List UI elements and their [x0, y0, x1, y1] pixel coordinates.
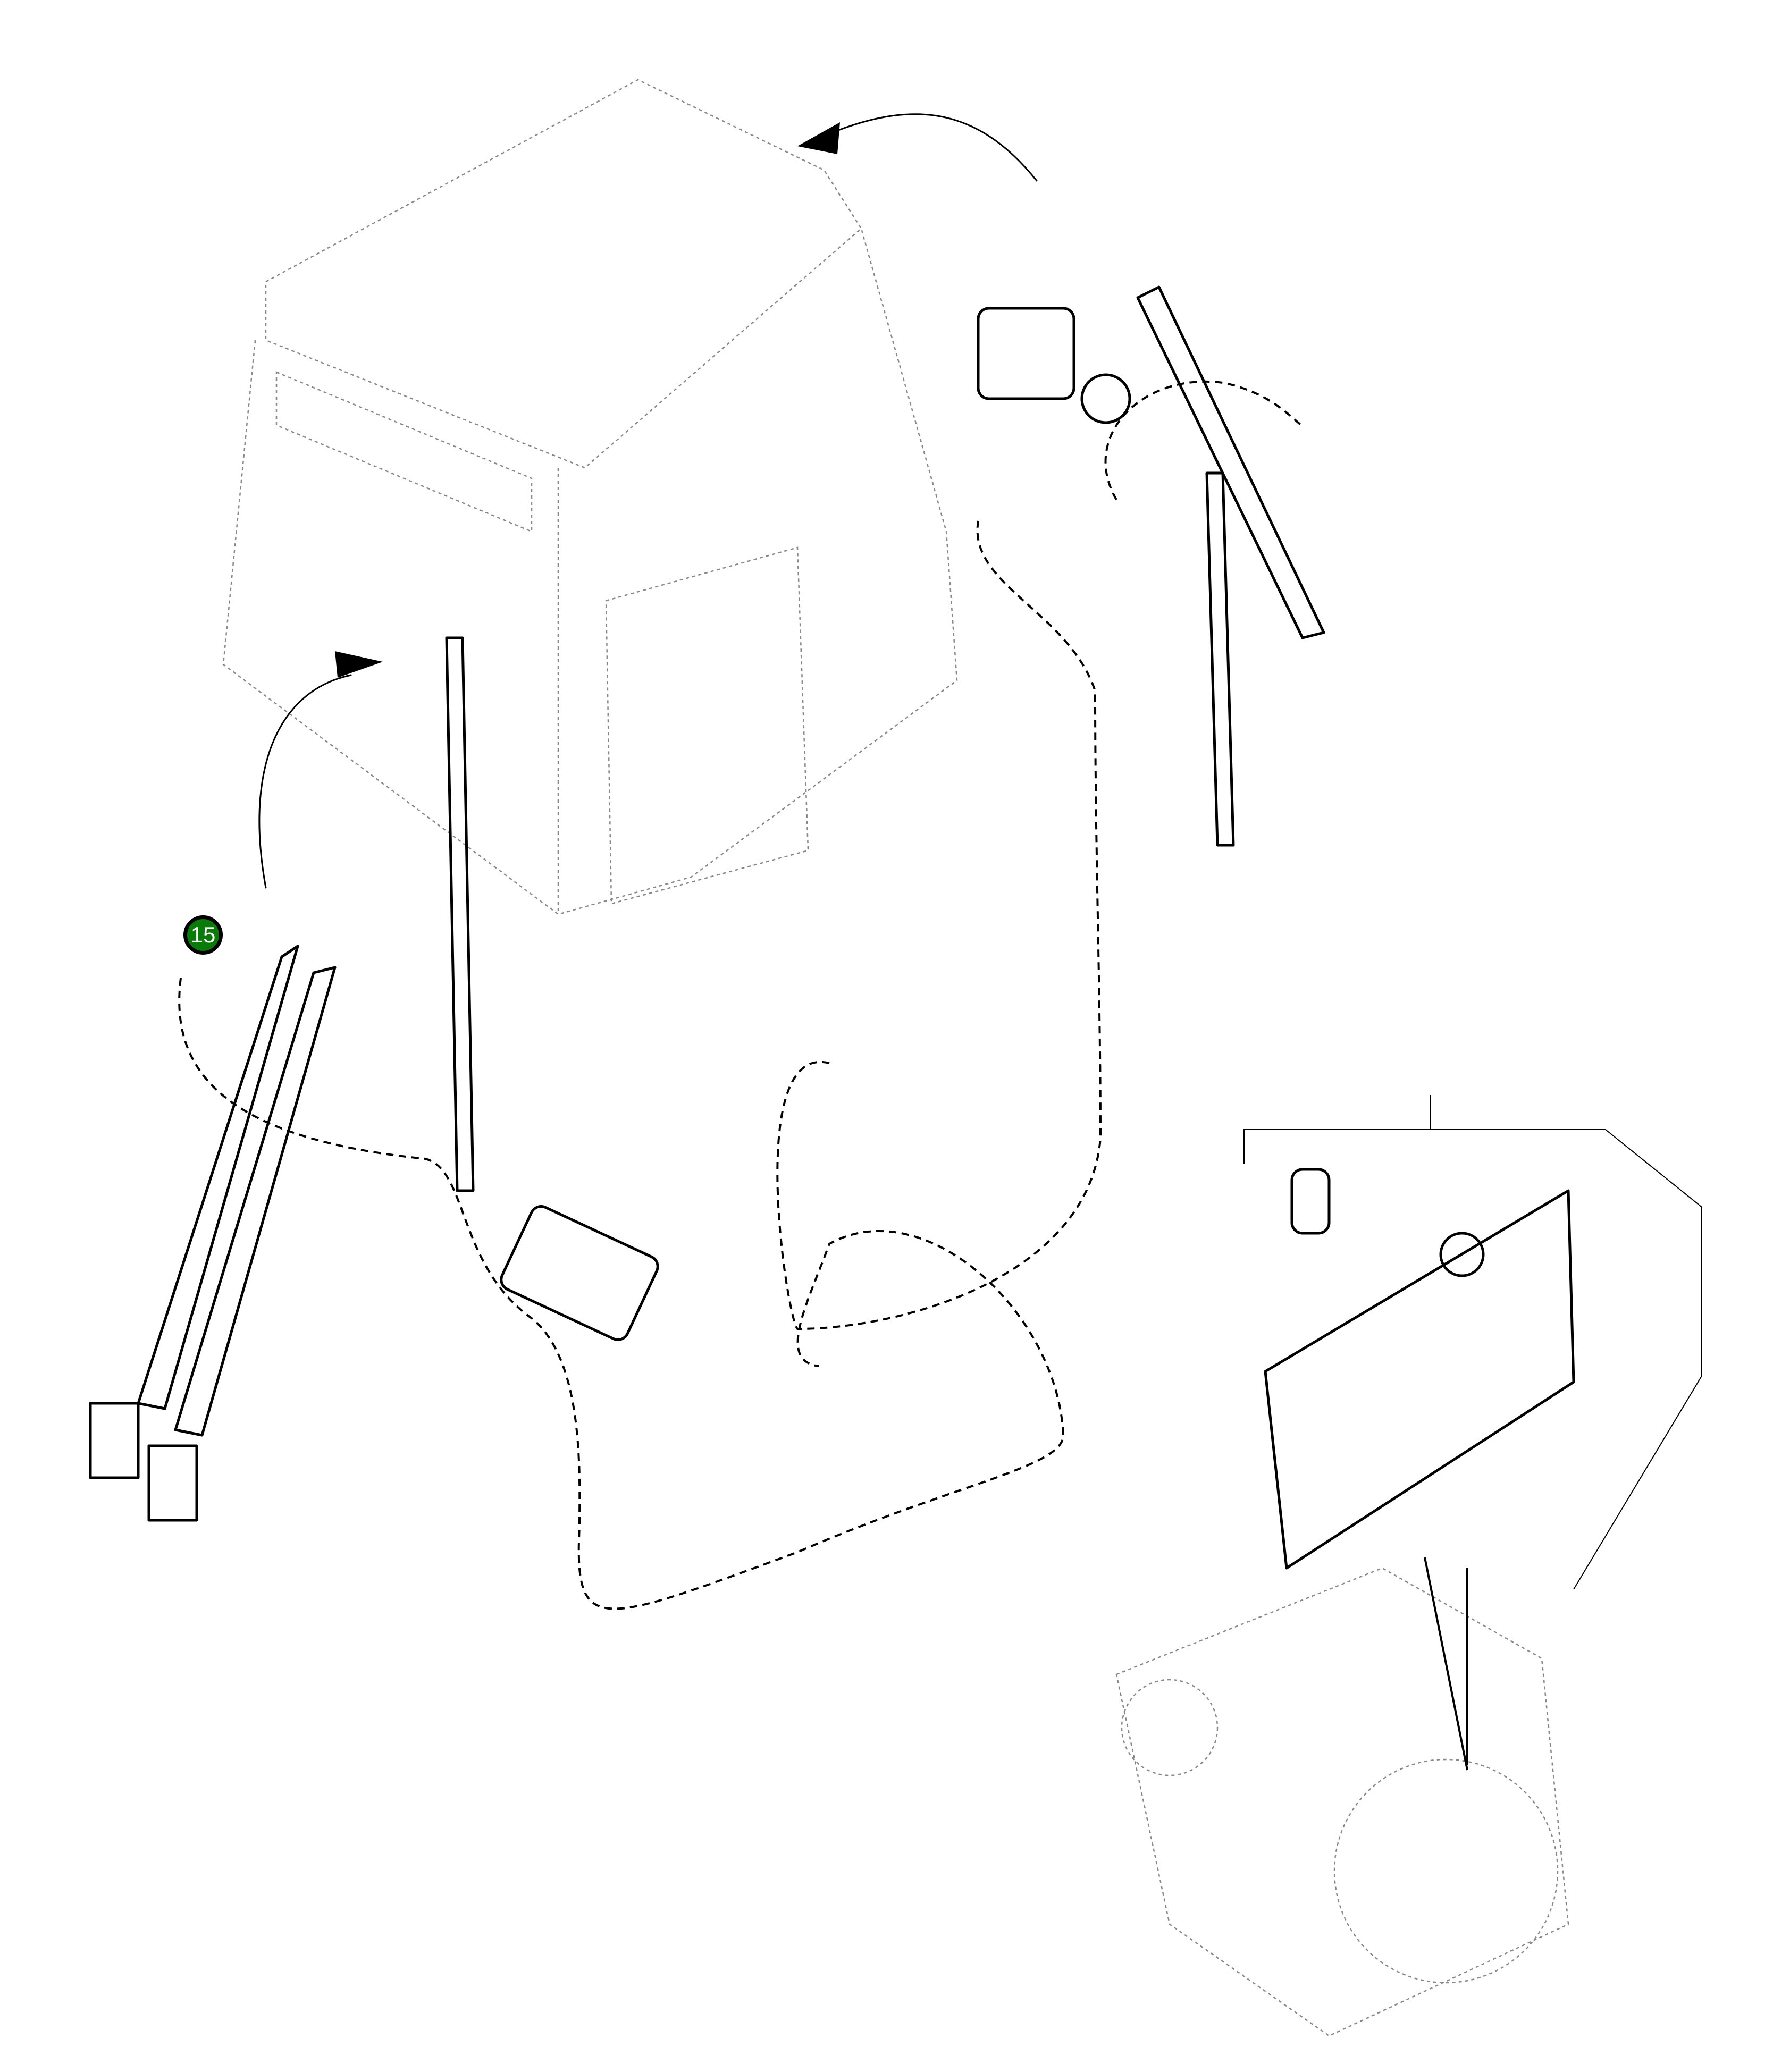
direction-arrows	[258, 113, 1038, 889]
wiper-motor-front	[500, 1205, 659, 1341]
engine-outline	[1115, 1567, 1569, 2037]
cab-outline	[222, 79, 958, 915]
washer-hose	[178, 978, 1065, 1610]
wiper-arm-right	[1136, 285, 1325, 639]
wiper-blade-right	[1205, 471, 1235, 847]
washer-pump	[1290, 1168, 1331, 1235]
wiper-arms-left	[89, 945, 337, 1522]
part-callout-15[interactable]: 15	[183, 915, 223, 955]
wiper-motor-rear	[977, 307, 1075, 400]
wiper-blade-left	[445, 636, 475, 1192]
washer-tank	[1264, 1189, 1575, 1570]
